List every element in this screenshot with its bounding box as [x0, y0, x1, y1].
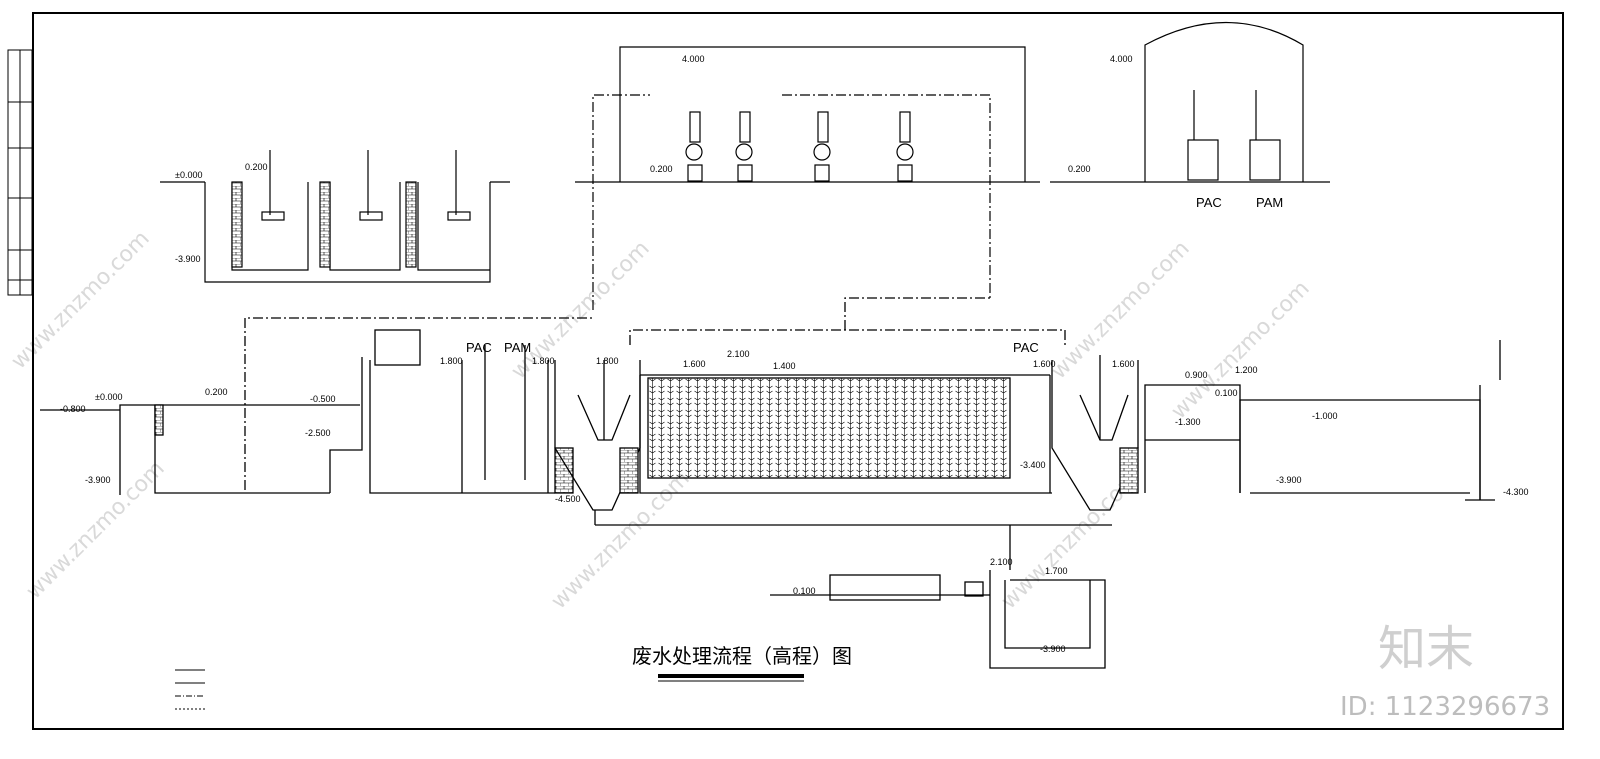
dosing-room [1050, 21, 1330, 183]
drawing-border [32, 12, 1564, 730]
level-label: 0.200 [205, 387, 228, 397]
level-label: 0.900 [1185, 370, 1208, 380]
level-label: -1.000 [1312, 411, 1338, 421]
level-label: 1.800 [596, 356, 619, 366]
level-label: ±0.000 [95, 392, 122, 402]
level-label: 1.600 [683, 359, 706, 369]
watermark-text: www.znzmo.com [507, 236, 655, 384]
brand-watermark: 知末 [1378, 621, 1474, 677]
level-label: 2.100 [990, 557, 1013, 567]
main-process-labels: ±0.000 -0.800 0.200 -0.500 -2.500 -3.900… [60, 340, 1529, 504]
level-label: -3.900 [1040, 644, 1066, 654]
level-label: 1.800 [440, 356, 463, 366]
level-label: 4.000 [682, 54, 705, 64]
upper-left-tank-group [160, 150, 510, 283]
upper-left-labels: ±0.000 0.200 -3.900 [175, 162, 268, 264]
title-underline [658, 674, 804, 678]
sludge-section [770, 525, 1106, 669]
level-label: 1.600 [1033, 359, 1056, 369]
pam-label: PAM [1256, 195, 1283, 210]
level-label: 1.200 [1235, 365, 1258, 375]
pac-label: PAC [1196, 195, 1222, 210]
level-label: -0.800 [60, 404, 86, 414]
level-label: -1.300 [1175, 417, 1201, 427]
level-label: -4.300 [1503, 487, 1529, 497]
title-block-strip [7, 49, 33, 296]
level-label: 0.100 [1215, 388, 1238, 398]
blower-room-labels: 4.000 0.200 [650, 54, 705, 174]
main-process-structures [40, 297, 1501, 526]
level-label: 1.800 [532, 356, 555, 366]
level-label: 0.200 [245, 162, 268, 172]
level-label: 0.100 [793, 586, 816, 596]
level-label: -2.500 [305, 428, 331, 438]
level-label: 2.100 [727, 349, 750, 359]
pac-label: PAC [1013, 340, 1039, 355]
level-label: -4.500 [555, 494, 581, 504]
watermark-text: www.znzmo.com [7, 226, 155, 374]
level-label: 0.200 [1068, 164, 1091, 174]
level-label: -3.900 [175, 254, 201, 264]
drawing-title: 废水处理流程（高程）图 [632, 644, 852, 668]
legend [175, 669, 205, 710]
level-label: -0.500 [310, 394, 336, 404]
level-label: 1.400 [773, 361, 796, 371]
id-watermark: ID: 1123296673 [1340, 692, 1550, 722]
level-label: -3.400 [1020, 460, 1046, 470]
pam-label: PAM [504, 340, 531, 355]
pac-label: PAC [466, 340, 492, 355]
level-label: ±0.000 [175, 170, 202, 180]
level-label: 1.600 [1112, 359, 1135, 369]
dosing-room-labels: 4.000 0.200 PAC PAM [1068, 54, 1283, 210]
level-label: 1.700 [1045, 566, 1068, 576]
level-label: 4.000 [1110, 54, 1133, 64]
sludge-labels: 2.100 1.700 0.100 -3.900 [793, 557, 1068, 654]
level-label: -3.900 [85, 475, 111, 485]
level-label: 0.200 [650, 164, 673, 174]
blower-room [575, 46, 1040, 310]
level-label: -3.900 [1276, 475, 1302, 485]
